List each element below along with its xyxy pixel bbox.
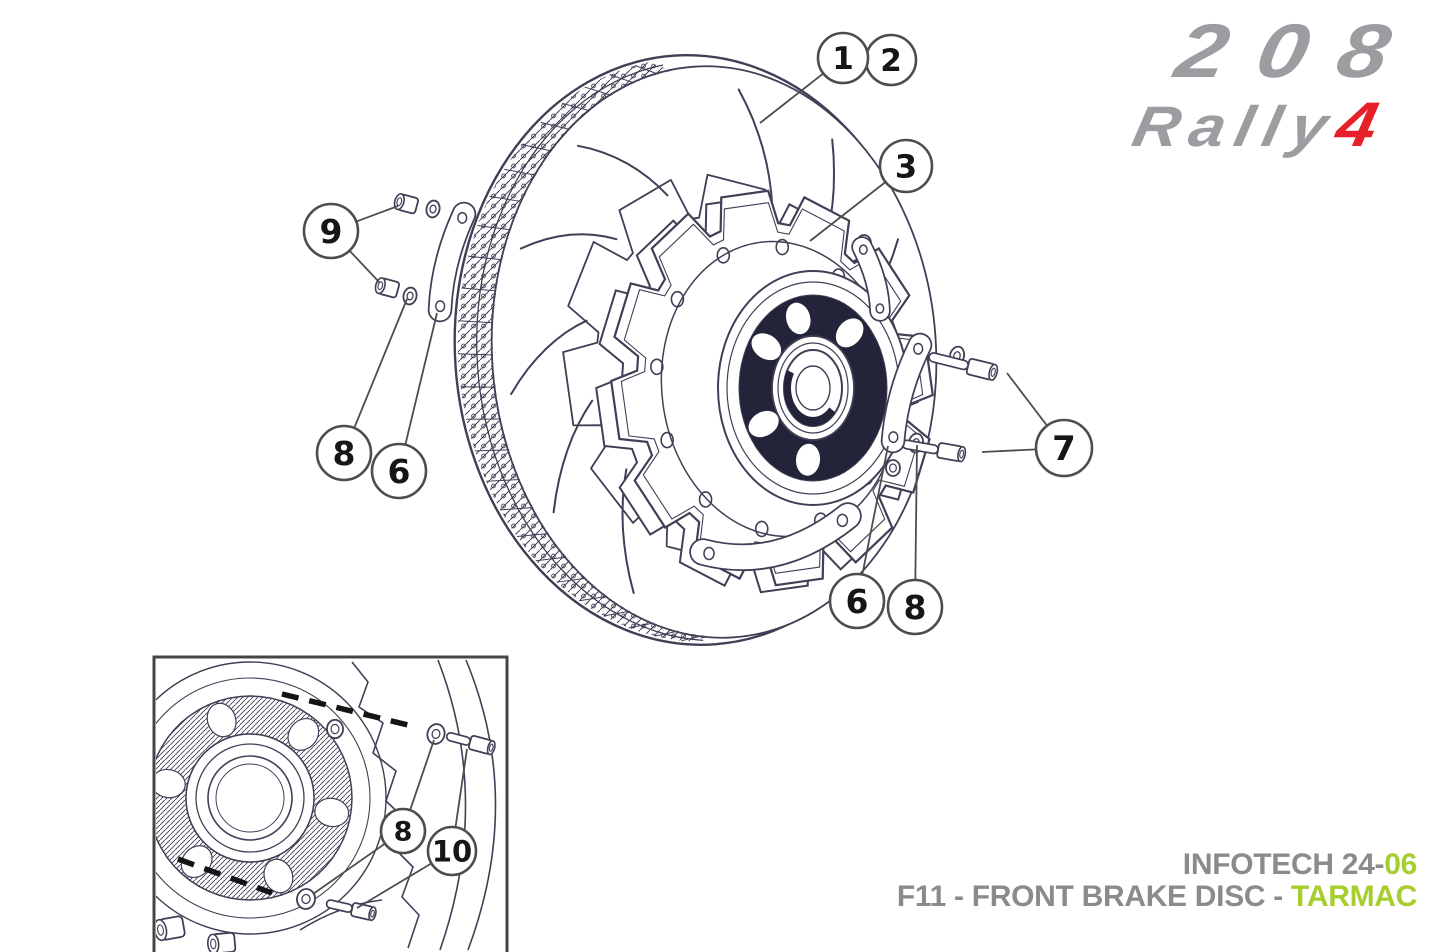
infotech-number: 06 [1384, 848, 1417, 881]
leader-line [861, 445, 889, 575]
callout-6-left: 6 [370, 312, 438, 500]
inset-frame [152, 655, 509, 952]
socket-bolt [445, 731, 496, 756]
leader-line [409, 739, 435, 811]
balloon-circle [1034, 418, 1094, 478]
callout-9: 9 [302, 202, 399, 284]
balloon-circle [370, 442, 428, 500]
leader-line [312, 842, 386, 895]
leader-line [809, 181, 887, 242]
balloon-circle [379, 807, 427, 855]
part-label: F11 - FRONT BRAKE DISC - [896, 880, 1292, 914]
callout-2: 2 [864, 33, 918, 87]
balloon-number: 8 [333, 434, 356, 473]
callout-10-inset: 10 [356, 748, 478, 909]
logo-208-rally4: 208 Rally4 [1127, 9, 1428, 160]
balloon-number: 8 [394, 817, 413, 848]
balloon-number: 1 [832, 41, 854, 77]
bolt-head [393, 193, 419, 215]
fasteners-straps [374, 193, 999, 463]
leader-line [1006, 372, 1048, 427]
footer-line-part: F11 - FRONT BRAKE DISC - TARMAC [897, 881, 1417, 913]
balloon-circle [426, 825, 478, 877]
inset-detail-drawing [156, 659, 497, 952]
leader-line [454, 748, 468, 828]
callout-6-right: 6 [828, 445, 889, 630]
leader-line [356, 862, 432, 909]
hub-bore [783, 349, 843, 427]
callout-7: 7 [981, 372, 1094, 478]
infotech-label: INFOTECH 24- [1182, 848, 1385, 881]
leader-line [348, 250, 381, 284]
bolt-axis-dashed [281, 691, 413, 729]
balloon-number: 3 [895, 148, 917, 186]
callout-8-left: 8 [315, 298, 408, 482]
balloon-circle [828, 572, 886, 630]
leader-line [353, 298, 408, 429]
balloon-number: 6 [388, 452, 411, 491]
surface-label: TARMAC [1291, 880, 1417, 914]
leader-line [914, 444, 918, 581]
leader-line [404, 312, 438, 445]
mounting-bell-hub [595, 189, 935, 594]
footer-line-infotech: INFOTECH 24-06 [897, 848, 1418, 881]
callout-1: 1 [759, 31, 870, 124]
balloon-number: 8 [904, 588, 927, 627]
socket-bolt [928, 352, 999, 381]
balloon-number: 7 [1052, 429, 1076, 469]
balloon-circle [315, 424, 373, 482]
socket-bolt [325, 899, 377, 922]
balloon-circle [816, 31, 870, 85]
leader-line [355, 205, 399, 223]
logo-model-text: 208 [1168, 9, 1429, 94]
leader-line [759, 72, 824, 124]
callout-8-right: 8 [886, 444, 944, 636]
callout-8-inset: 8 [312, 739, 435, 895]
balloon-circle [878, 138, 934, 194]
socket-bolt [901, 439, 967, 463]
balloon-number: 6 [846, 582, 869, 621]
logo-rally-text: Rally [1126, 95, 1344, 159]
balloon-number: 9 [320, 212, 343, 251]
logo-series-text: Rally4 [1126, 90, 1394, 160]
balloon-circle [302, 202, 360, 260]
balloon-circle [886, 578, 944, 636]
vented-rim-band [457, 62, 711, 642]
inset-scalloped-plate [351, 661, 420, 949]
balloon-number: 10 [432, 834, 472, 868]
bolt-head [206, 931, 237, 952]
bolt-axis-dashed [177, 856, 273, 896]
footer-caption: INFOTECH 24-06 F11 - FRONT BRAKE DISC - … [897, 848, 1418, 914]
balloon-number: 2 [880, 43, 902, 79]
bolt-head [156, 915, 186, 942]
callout-3: 3 [809, 138, 934, 242]
leader-line [981, 448, 1037, 453]
